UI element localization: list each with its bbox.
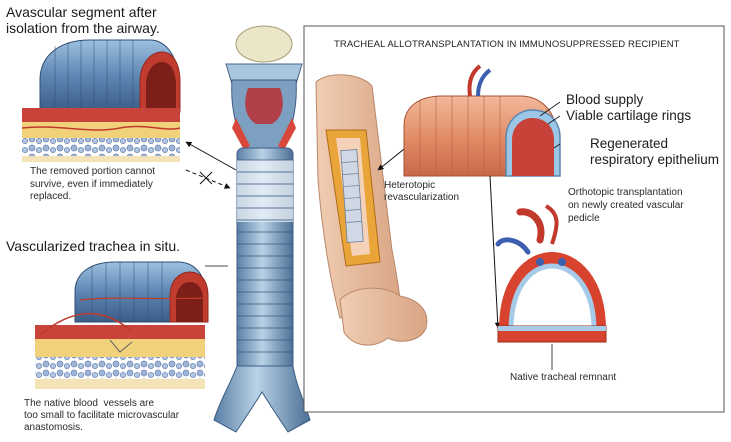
avascular-segment-tube <box>40 40 180 112</box>
removed-caption: The removed portion cannot survive, even… <box>30 166 155 204</box>
label-orthotopic: Orthotopic transplantation on newly crea… <box>568 186 684 225</box>
avascular-heading: Avascular segment after isolation from t… <box>6 4 160 36</box>
tissue-layers-top <box>22 108 180 162</box>
label-blood-supply: Blood supply <box>566 92 643 108</box>
label-heterotopic: Heterotopic revascularization <box>384 180 459 203</box>
label-native-remnant: Native tracheal remnant <box>510 372 616 384</box>
vascularized-tube <box>75 262 228 322</box>
tissue-layers-bottom <box>35 314 205 389</box>
label-viable-rings: Viable cartilage rings <box>566 108 691 124</box>
trachea-center <box>214 26 310 432</box>
right-panel-title: TRACHEAL ALLOTRANSPLANTATION IN IMMUNOSU… <box>334 40 680 51</box>
native-caption: The native blood vessels are too small t… <box>24 398 179 434</box>
label-regenerated: Regenerated respiratory epithelium <box>590 136 719 167</box>
vascularized-heading: Vascularized trachea in situ. <box>6 238 180 254</box>
